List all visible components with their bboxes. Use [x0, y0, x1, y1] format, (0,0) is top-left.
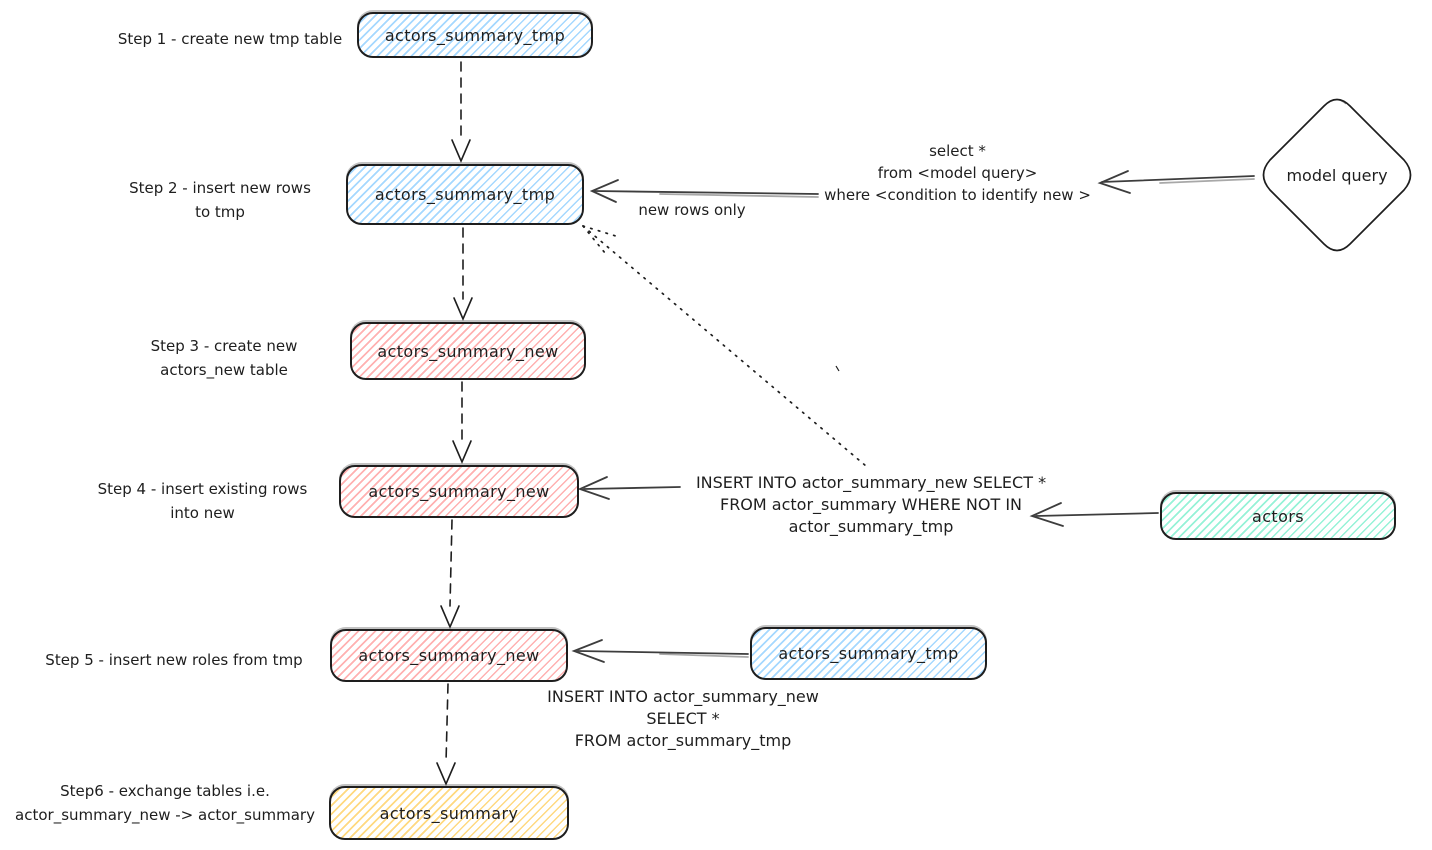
- arrow-insertsql-to-step4: [577, 476, 681, 500]
- arrow-sql-to-step2: [589, 179, 819, 203]
- dotted-link-step2-to-insertsql: [582, 225, 867, 467]
- model-query-sql-text: select * from <model query> where <condi…: [824, 142, 1091, 204]
- step1-node-label: actors_summary_tmp: [384, 25, 566, 45]
- insert-from-tmp-sql-text: INSERT INTO actor_summary_new SELECT * F…: [547, 687, 819, 750]
- step6-label: Step6 - exchange tables i.e. actor_summa…: [15, 782, 315, 824]
- stray-mark: [835, 365, 840, 372]
- step2-node-label: actors_summary_tmp: [374, 185, 556, 204]
- insert-existing-sql-text: INSERT INTO actor_summary_new SELECT * F…: [695, 473, 1047, 536]
- step1-label: Step 1 - create new tmp table: [117, 30, 343, 48]
- arrow-step1-to-step2: [451, 61, 471, 164]
- tmp-source-node: actors_summary_tmp: [750, 627, 987, 680]
- step6-node-label: actors_summary: [379, 803, 519, 823]
- new-rows-only-text: new rows only: [638, 201, 746, 219]
- actors-node-label: actors: [1252, 506, 1304, 526]
- step4-node: actors_summary_new: [339, 465, 579, 518]
- arrow-modelquery-to-sql: [1097, 170, 1255, 194]
- arrow-actors-to-insertsql: [1029, 502, 1159, 527]
- step4-label: Step 4 - insert existing rows into new: [97, 480, 308, 522]
- model-query-label: model query: [1286, 166, 1388, 185]
- step2-label: Step 2 - insert new rows to tmp: [129, 179, 311, 221]
- step4-node-label: actors_summary_new: [368, 482, 550, 501]
- step6-node: actors_summary: [329, 786, 569, 840]
- model-query-diamond-sketch: [1271, 99, 1347, 159]
- step5-label: Step 5 - insert new roles from tmp: [45, 651, 303, 669]
- arrow-step5-to-step6: [436, 683, 456, 787]
- tmp-source-node-label: actors_summary_tmp: [778, 644, 959, 663]
- arrow-step3-to-step4: [452, 381, 472, 465]
- actors-node: actors: [1160, 492, 1396, 540]
- arrow-step4-to-step5: [440, 519, 460, 630]
- step5-node: actors_summary_new: [330, 629, 568, 682]
- step1-node: actors_summary_tmp: [357, 12, 593, 58]
- step3-label: Step 3 - create new actors_new table: [150, 337, 298, 379]
- arrow-step2-to-step3: [453, 227, 473, 322]
- step3-node: actors_summary_new: [350, 322, 586, 380]
- step5-node-label: actors_summary_new: [358, 646, 540, 665]
- step2-node: actors_summary_tmp: [346, 164, 584, 225]
- step3-node-label: actors_summary_new: [377, 341, 559, 361]
- arrow-tmp-to-step5: [571, 639, 749, 663]
